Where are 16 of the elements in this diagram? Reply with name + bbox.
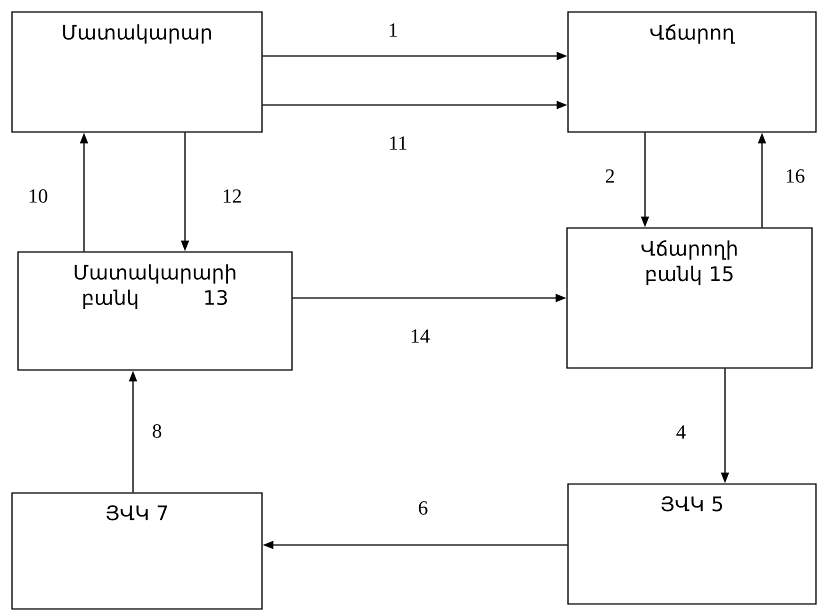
process-box: Վճարողի բանկ 15 <box>566 227 813 369</box>
edge-label: 12 <box>224 189 241 203</box>
edge-label: 11 <box>390 136 406 150</box>
edge-label: 16 <box>786 169 804 183</box>
edge-label: 2 <box>606 169 614 183</box>
process-box: ՅՎԿ 7 <box>11 492 263 610</box>
edge-label: 4 <box>676 425 686 439</box>
edge-label: 14 <box>412 329 430 343</box>
edge-label: 8 <box>152 424 162 438</box>
process-box: Մատակարարի բանկ 13 <box>17 251 293 371</box>
edge-label: 6 <box>418 501 428 515</box>
process-box: Մատակարար <box>11 11 263 133</box>
edge-label: 1 <box>390 23 397 37</box>
process-box: ՅՎԿ 5 <box>567 483 817 605</box>
process-box: Վճարող <box>567 11 817 133</box>
edge-label: 10 <box>30 189 48 203</box>
